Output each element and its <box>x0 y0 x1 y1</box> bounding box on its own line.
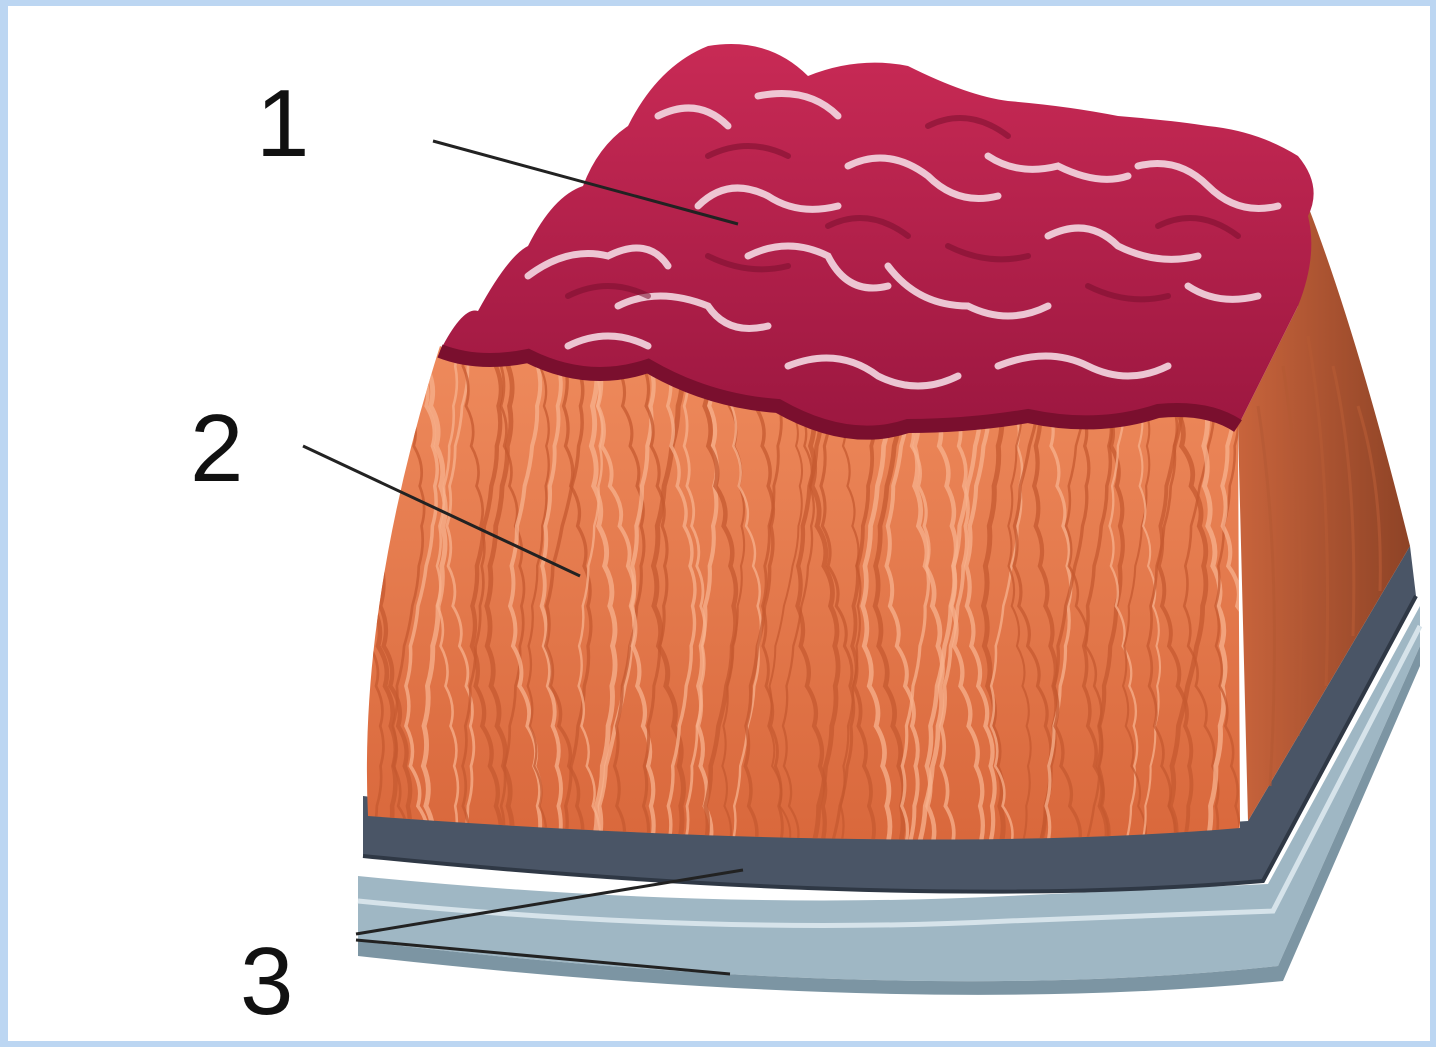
label-2: 2 <box>190 395 243 502</box>
label-1: 1 <box>256 70 309 177</box>
diagram-frame: 1 2 3 <box>8 6 1430 1041</box>
label-3: 3 <box>240 928 293 1035</box>
tissue-layers-diagram: 1 2 3 <box>8 6 1430 1041</box>
mucosa-layer <box>440 44 1314 433</box>
